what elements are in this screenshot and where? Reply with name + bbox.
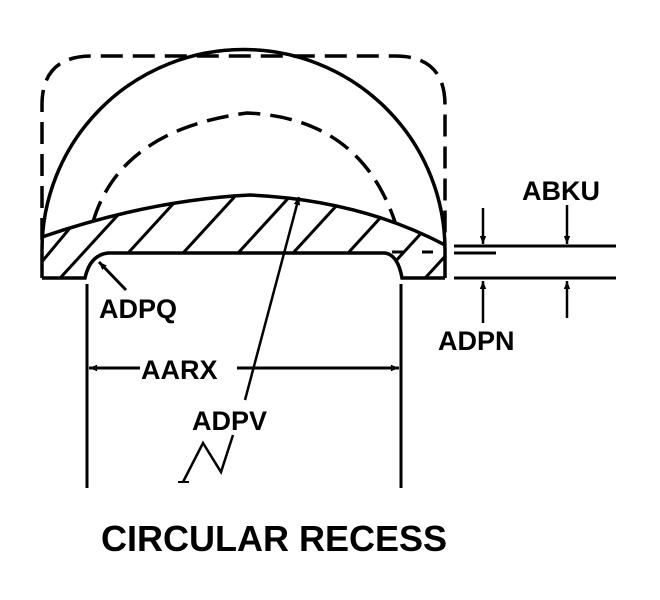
label-thickness-bottom: ADPN	[438, 326, 515, 356]
recess-profile	[42, 251, 445, 280]
depth-leader-zigzag	[181, 434, 235, 483]
label-corner-radius: ADPQ	[99, 294, 177, 324]
depth-leader	[243, 196, 301, 401]
corner-radius-leader	[97, 260, 128, 292]
label-thickness-top: ABKU	[522, 176, 600, 206]
phantom-outline	[40, 54, 447, 240]
section-top-curve	[41, 193, 446, 247]
diagram-title: CIRCULAR RECESS	[101, 518, 447, 559]
label-depth: ADPV	[192, 406, 267, 436]
inner-dashed-arc	[91, 111, 397, 223]
label-diameter: AARX	[141, 355, 218, 385]
outer-dome-arc	[40, 47, 447, 278]
